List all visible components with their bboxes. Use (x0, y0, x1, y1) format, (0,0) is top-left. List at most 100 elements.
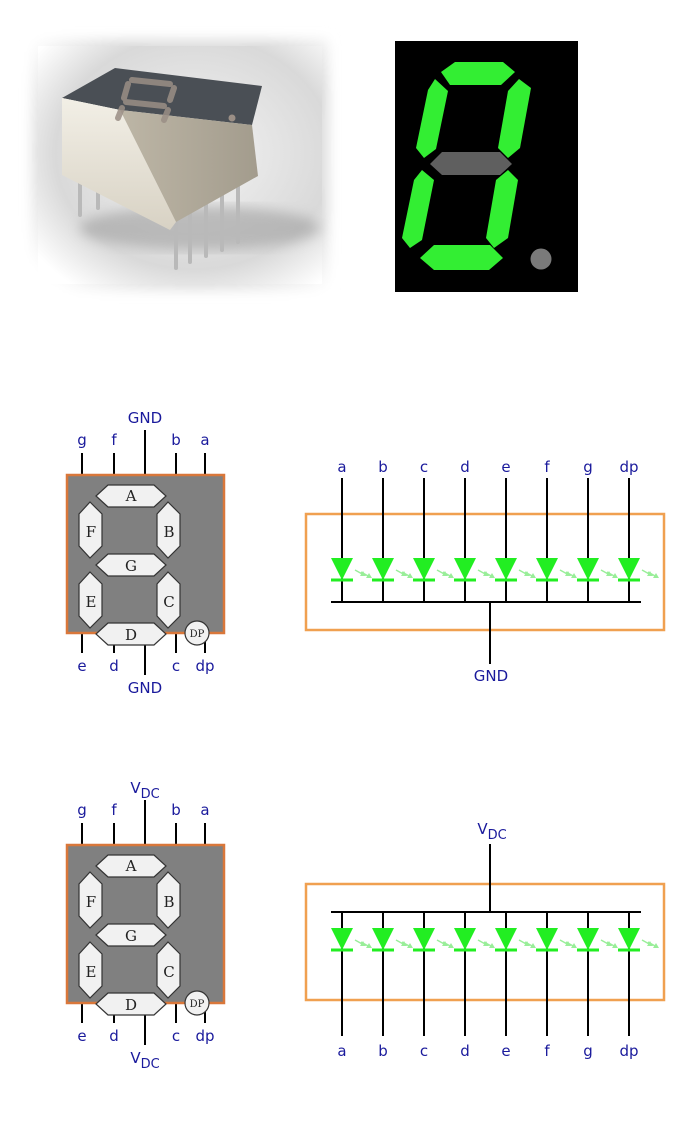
cc-light-arrowhead (489, 573, 495, 578)
cc-light-arrowhead (571, 573, 577, 578)
cc-diode-label: dp (619, 458, 638, 476)
cc-light-arrowhead (530, 573, 536, 578)
cc-segment-e (78, 571, 103, 629)
ca-diode-label: c (420, 1042, 428, 1060)
cc-light-arrowhead (407, 573, 413, 578)
ca-light-arrowhead (489, 943, 495, 948)
display-segment-g (430, 152, 512, 175)
cc-diode (618, 558, 640, 580)
cc-diode-label: c (420, 458, 428, 476)
cc-common-label-top: GND (128, 409, 162, 427)
cc-segment-b (156, 501, 181, 559)
ca-diode (454, 928, 476, 950)
ca-diode-label: f (544, 1042, 550, 1060)
display-segment-a (441, 62, 515, 85)
ca-diode (618, 928, 640, 950)
display-segment-e (402, 170, 434, 248)
ca-diode-label: dp (619, 1042, 638, 1060)
display-segment-d (420, 245, 503, 270)
cc-diode-label: f (544, 458, 550, 476)
ca-segment-label: D (125, 996, 137, 1014)
cc-segment-d (95, 622, 167, 646)
ca-segment-a (95, 854, 167, 878)
cc-diode (331, 558, 353, 580)
cc-segment-label: A (125, 487, 137, 505)
cc-segment-dp (184, 620, 210, 646)
cc-segment-label: D (125, 626, 137, 644)
ca-segment-label: G (125, 927, 137, 945)
cc-common-label: GND (474, 667, 508, 685)
cc-circuit: GND a b c d e f g dp (304, 458, 666, 685)
ca-pin-label-bottom: c (172, 1027, 180, 1045)
ca-pin-label-top: g (77, 801, 87, 819)
cc-segment-label: E (86, 593, 97, 611)
cc-pin-label-top: b (171, 431, 181, 449)
ca-pin-label-top: f (111, 801, 117, 819)
cc-diode-label: e (501, 458, 510, 476)
ca-common-label-top: VDC (130, 779, 159, 802)
ca-pin-label-top: a (200, 801, 209, 819)
cc-diode-label: d (460, 458, 470, 476)
cc-diode-label: a (337, 458, 346, 476)
cc-common-label-bottom: GND (128, 679, 162, 697)
ca-diode-label: d (460, 1042, 470, 1060)
cc-pin-label-bottom: dp (195, 657, 214, 675)
ca-segment-label: DP (190, 999, 205, 1010)
ca-diode (372, 928, 394, 950)
cc-light-arrowhead (366, 573, 372, 578)
cc-pin-label-top: g (77, 431, 87, 449)
ca-diode (495, 928, 517, 950)
ca-light-arrowhead (612, 943, 618, 948)
ca-pin-label-bottom: d (109, 1027, 119, 1045)
cc-segment-label: F (86, 523, 96, 541)
ca-segment-label: F (86, 893, 96, 911)
ca-light-arrowhead (448, 943, 454, 948)
display-segment-b (498, 79, 531, 158)
cc-diode (536, 558, 558, 580)
ca-light-arrowhead (407, 943, 413, 948)
cc-segment-label: C (163, 593, 174, 611)
ca-light-arrowhead (653, 943, 659, 948)
ca-light-arrowhead (571, 943, 577, 948)
ca-diode-label: b (378, 1042, 388, 1060)
cc-diode (577, 558, 599, 580)
cc-light-arrowhead (653, 573, 659, 578)
cc-segment-g (95, 553, 167, 577)
cc-diode-label: b (378, 458, 388, 476)
ca-segment-c (156, 941, 181, 999)
cc-frame (304, 512, 666, 632)
ca-segment-label: C (163, 963, 174, 981)
ca-segment-f (78, 871, 103, 929)
ca-light-arrowhead (530, 943, 536, 948)
cc-diode (454, 558, 476, 580)
ca-diode (536, 928, 558, 950)
cc-segment-label: G (125, 557, 137, 575)
cc-segment-c (156, 571, 181, 629)
cc-pin-label-bottom: d (109, 657, 119, 675)
cc-segment-label: DP (190, 629, 205, 640)
cc-pin-label-top: a (200, 431, 209, 449)
ca-diode (413, 928, 435, 950)
ca-pin-label-top: b (171, 801, 181, 819)
cc-pin-label-bottom: e (77, 657, 86, 675)
ca-segment-label: B (163, 893, 174, 911)
cc-diode (413, 558, 435, 580)
ca-pin-label-bottom: e (77, 1027, 86, 1045)
cc-diode-label: g (583, 458, 593, 476)
ca-segment-dp (184, 990, 210, 1016)
ca-diode (577, 928, 599, 950)
cc-segment-f (78, 501, 103, 559)
cc-light-arrowhead (448, 573, 454, 578)
ca-segment-d (95, 992, 167, 1016)
cc-diode (372, 558, 394, 580)
ca-pin-label-bottom: dp (195, 1027, 214, 1045)
ca-common-label: VDC (477, 820, 506, 843)
digit-display (395, 41, 578, 292)
ca-common-label-bottom: VDC (130, 1049, 159, 1072)
ca-segment-label: A (125, 857, 137, 875)
cc-segment-label: B (163, 523, 174, 541)
ca-segment-g (95, 923, 167, 947)
